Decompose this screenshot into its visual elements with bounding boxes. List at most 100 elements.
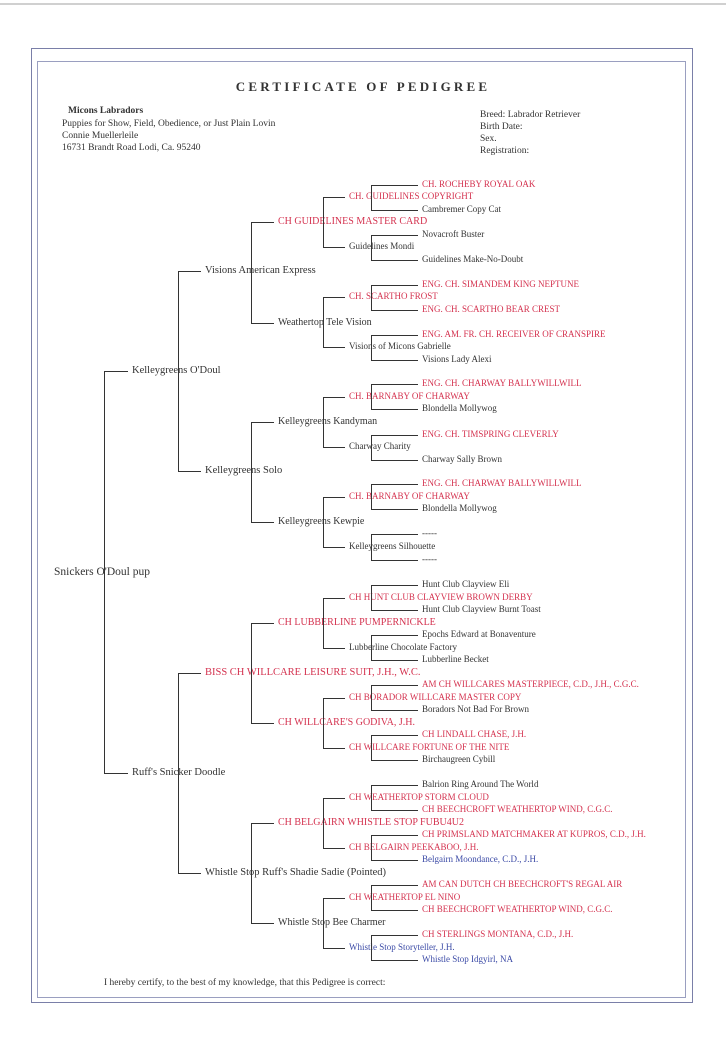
generation-5-stub (323, 648, 345, 649)
generation-5-ancestor: Whistle Stop Storyteller, J.H. (349, 942, 455, 952)
generation-5-connector (323, 197, 324, 247)
generation-5-stub (323, 197, 345, 198)
generation-6-ancestor: Hunt Club Clayview Burnt Toast (422, 604, 541, 614)
generation-4-ancestor: Whistle Stop Bee Charmer (278, 917, 386, 928)
sex-field: Sex. (480, 134, 497, 144)
generation-3-stub (178, 673, 201, 674)
generation-6-ancestor: Balrion Ring Around The World (422, 779, 539, 789)
breed-field: Breed: Labrador Retriever (480, 110, 581, 120)
generation-6-stub (371, 860, 418, 861)
generation-6-stub (371, 935, 418, 936)
generation-4-ancestor: Weathertop Tele Vision (278, 317, 372, 328)
generation-6-stub (371, 560, 418, 561)
generation-5-ancestor: CH WEATHERTOP STORM CLOUD (349, 792, 489, 802)
sire-stub (104, 371, 128, 372)
generation-3-stub (178, 471, 201, 472)
generation-4-ancestor: Kelleygreens Kewpie (278, 516, 365, 527)
generation-5-connector (323, 698, 324, 748)
generation-6-ancestor: AM CH WILLCARES MASTERPIECE, C.D., J.H.,… (422, 679, 639, 689)
generation-6-stub (371, 635, 418, 636)
generation-6-stub (371, 509, 418, 510)
generation-6-ancestor: Boradors Not Bad For Brown (422, 704, 529, 714)
generation-6-stub (371, 409, 418, 410)
generation-6-stub (371, 610, 418, 611)
generation-6-stub (371, 710, 418, 711)
generation-5-connector (323, 497, 324, 547)
registration-field: Registration: (480, 146, 530, 156)
generation-5-ancestor: CH WILLCARE FORTUNE OF THE NITE (349, 742, 510, 752)
generation-5-stub (323, 247, 345, 248)
generation-6-stub (371, 335, 418, 336)
generation-6-stub (371, 885, 418, 886)
generation-6-connector (371, 534, 372, 560)
generation-5-stub (323, 948, 345, 949)
dam-stub (104, 773, 128, 774)
sire-name: Kelleygreens O'Doul (132, 365, 221, 376)
generation-6-connector (371, 484, 372, 509)
generation-5-stub (323, 698, 345, 699)
generation-3-ancestor: Whistle Stop Ruff's Shadie Sadie (Pointe… (205, 867, 387, 878)
generation-6-stub (371, 384, 418, 385)
kennel-name: Micons Labradors (68, 106, 144, 116)
generation-6-ancestor: ENG. CH. TIMSPRING CLEVERLY (422, 429, 559, 439)
generation-6-stub (371, 360, 418, 361)
generation-6-stub (371, 760, 418, 761)
generation-5-connector (323, 798, 324, 848)
generation-6-stub (371, 310, 418, 311)
generation-6-ancestor: Belgairn Moondance, C.D., J.H. (422, 854, 539, 864)
subject-name: Snickers O'Doul pup (54, 566, 150, 578)
generation-6-stub (371, 460, 418, 461)
generation-6-stub (371, 585, 418, 586)
generation-6-connector (371, 735, 372, 760)
generation-6-ancestor: Epochs Edward at Bonaventure (422, 629, 536, 639)
generation-6-ancestor: Guidelines Make-No-Doubt (422, 254, 524, 264)
generation-5-ancestor: CH BORADOR WILLCARE MASTER COPY (349, 692, 522, 702)
generation-6-ancestor: Charway Sally Brown (422, 454, 502, 464)
generation-6-ancestor: ENG. CH. CHARWAY BALLYWILLWILL (422, 378, 582, 388)
generation-6-stub (371, 210, 418, 211)
generation-3-connector (178, 673, 179, 873)
generation-5-connector (323, 898, 324, 948)
generation-3-ancestor: Kelleygreens Solo (205, 465, 283, 476)
generation-6-connector (371, 935, 372, 960)
generation-6-ancestor: CH STERLINGS MONTANA, C.D., J.H. (422, 929, 574, 939)
generation-4-stub (251, 222, 274, 223)
generation-6-stub (371, 735, 418, 736)
generation-4-stub (251, 522, 274, 523)
generation-6-ancestor: Lubberline Becket (422, 654, 489, 664)
generation-5-stub (323, 898, 345, 899)
generation-5-connector (323, 598, 324, 648)
generation-3-ancestor: Visions American Express (205, 265, 316, 276)
generation-6-stub (371, 534, 418, 535)
generation-6-ancestor: CH BEECHCROFT WEATHERTOP WIND, C.G.C. (422, 804, 613, 814)
generation-6-connector (371, 885, 372, 910)
generation-6-stub (371, 960, 418, 961)
generation-5-ancestor: CH. SCARTHO FROST (349, 291, 438, 301)
certification-statement: I hereby certify, to the best of my know… (104, 978, 386, 988)
generation-4-ancestor: CH GUIDELINES MASTER CARD (278, 216, 428, 227)
generation-3-connector (178, 271, 179, 471)
generation-5-ancestor: CH WEATHERTOP EL NINO (349, 892, 461, 902)
generation-5-stub (323, 748, 345, 749)
generation-6-ancestor: ----- (422, 528, 437, 538)
generation-6-ancestor: CH BEECHCROFT WEATHERTOP WIND, C.G.C. (422, 904, 613, 914)
generation-5-stub (323, 497, 345, 498)
generation-4-stub (251, 422, 274, 423)
generation-3-ancestor: BISS CH WILLCARE LEISURE SUIT, J.H., W.C… (205, 667, 421, 678)
generation-6-ancestor: AM CAN DUTCH CH BEECHCROFT'S REGAL AIR (422, 879, 623, 889)
generation-5-ancestor: Guidelines Mondi (349, 241, 415, 251)
generation-6-connector (371, 384, 372, 409)
generation-4-connector (251, 823, 252, 923)
scan-edge (0, 3, 726, 5)
generation-6-connector (371, 585, 372, 610)
generation-6-connector (371, 635, 372, 660)
generation-4-ancestor: CH LUBBERLINE PUMPERNICKLE (278, 617, 436, 628)
generation-5-ancestor: Visions of Micons Gabrielle (349, 341, 451, 351)
generation-6-ancestor: ENG. CH. SCARTHO BEAR CREST (422, 304, 560, 314)
generation-5-connector (323, 397, 324, 447)
generation-5-stub (323, 547, 345, 548)
generation-6-stub (371, 235, 418, 236)
generation-6-connector (371, 685, 372, 710)
kennel-owner: Connie Muellerleile (62, 131, 139, 141)
generation-6-stub (371, 435, 418, 436)
